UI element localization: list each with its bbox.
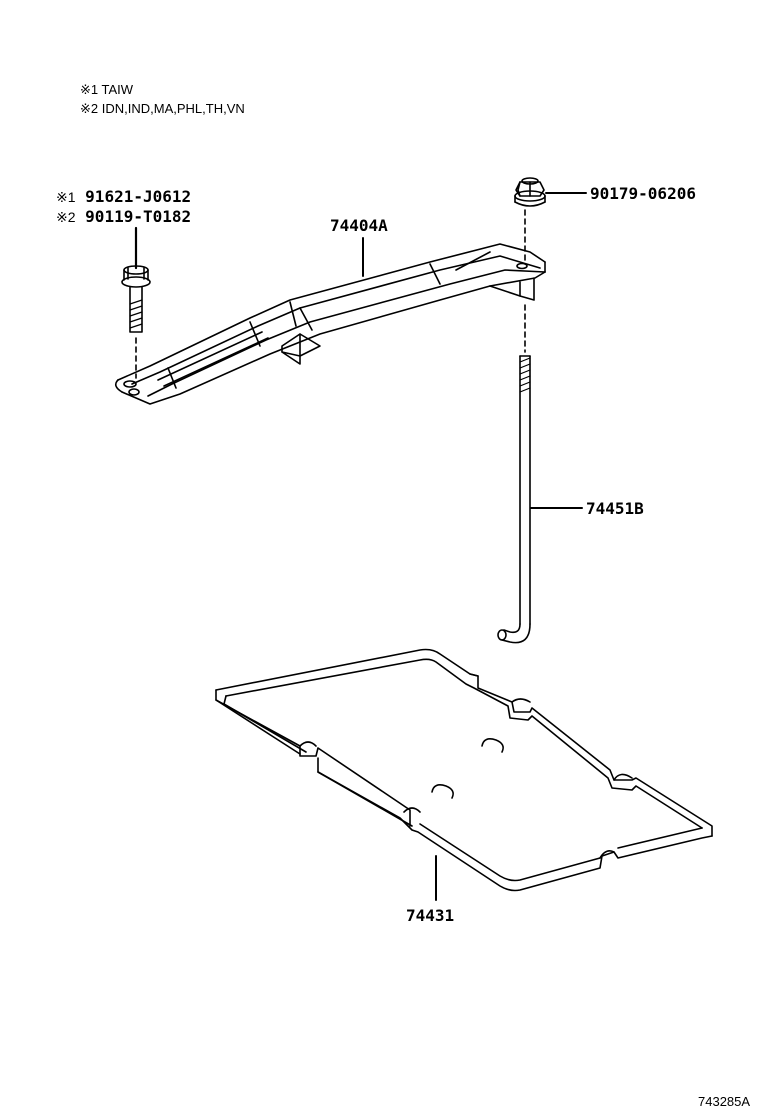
rod-illustration <box>497 355 583 644</box>
part-label-rod[interactable]: 74451B <box>586 499 644 518</box>
bolt-1-number: 91621-J0612 <box>85 187 192 206</box>
note-1: ※1 TAIW <box>80 82 133 98</box>
note-1-mark: ※1 <box>80 82 99 97</box>
part-label-bolt-2[interactable]: ※2 90119-T0182 <box>56 207 191 226</box>
bolt-2-mark: ※2 <box>56 209 76 225</box>
tray-illustration <box>215 648 713 901</box>
part-label-tray[interactable]: 74431 <box>406 906 455 925</box>
note-2: ※2 IDN,IND,MA,PHL,TH,VN <box>80 101 245 117</box>
bolt-1-mark: ※1 <box>56 189 76 205</box>
clamp-illustration <box>114 237 546 405</box>
part-label-nut[interactable]: 90179-06206 <box>590 184 696 203</box>
bolt-illustration <box>121 226 151 379</box>
nut-illustration <box>514 177 587 353</box>
note-1-text: TAIW <box>101 82 134 97</box>
note-2-mark: ※2 <box>80 101 99 116</box>
part-label-clamp[interactable]: 74404A <box>330 216 388 235</box>
illustration-id: 743285A <box>698 1094 751 1109</box>
bolt-2-number: 90119-T0182 <box>85 207 192 226</box>
note-2-text: IDN,IND,MA,PHL,TH,VN <box>101 101 245 116</box>
part-label-bolt-1[interactable]: ※1 91621-J0612 <box>56 187 191 206</box>
